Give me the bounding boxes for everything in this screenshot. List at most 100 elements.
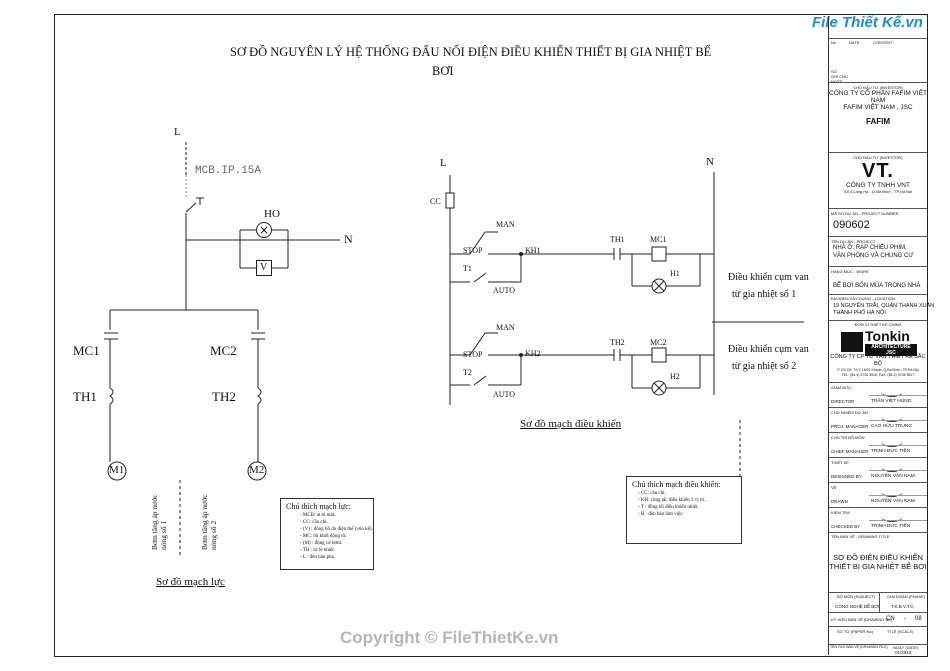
file-label: TÊN FILE BẢN VẼ (DRAWING FILE) (830, 645, 888, 649)
signature-icon (881, 386, 903, 397)
location-area: ĐỊA ĐIỂM XÂY DỰNG - LOCATION 19 NGUYỄN T… (829, 294, 934, 320)
phase-value: T.K.B.V.T.C (891, 604, 914, 609)
scale-label: TỈ LỆ (SCALE) (887, 629, 914, 634)
desc1-line2: từ gia nhiệt số 1 (732, 289, 797, 300)
stop2-label: STOP (463, 350, 483, 359)
legend-item: - MCB: at tô mát. (300, 513, 336, 518)
legend-control: Chú thích mạch điều khiển: - CC: cầu chì… (626, 476, 742, 544)
vnt-logo: VT. (862, 160, 894, 182)
role-en: CHIEF MANAGER (831, 449, 869, 454)
auto2-label: AUTO (493, 390, 516, 399)
role-person: CAO HỮU TRUNG (871, 424, 913, 429)
drawing-no: 08 (915, 616, 922, 622)
legend-item: - H : đèn báo làm việc. (638, 512, 684, 517)
fuse-cc-label: CC (430, 197, 441, 206)
role-en: DRAWN (831, 499, 848, 504)
schematic-wiring (104, 142, 804, 555)
tonkin-logo: Tonkin ARCHITECTURE JSC (839, 328, 917, 356)
role-vn: CHỦ NHIỆM DỰ ÁN (831, 410, 868, 415)
legend-item: - TH : rơ le nhiệt. (300, 548, 336, 553)
role-vn: GIÁM ĐỐC (831, 385, 852, 390)
role-en: PROJ. MANAGER (831, 424, 869, 429)
motor-m1-label: M1 (109, 464, 125, 476)
date-value: 01/2013 (895, 650, 912, 655)
man1-label: MAN (496, 220, 515, 229)
power-circuit-caption: Sơ đồ mạch lực (156, 576, 225, 588)
subject-label: BỘ MÔN (SUBJECT) (837, 594, 876, 599)
project-name-1: NHÀ Ở, RẠP CHIẾU PHIM, (833, 245, 907, 251)
location-2: THÀNH PHỐ HÀ NỘI (833, 310, 886, 316)
investor-address: Số 4 Láng Hạ - Q.Ba Đình - TP.Hà Nội (843, 189, 913, 194)
kh2-label: KH2 (525, 349, 541, 358)
stop1-label: STOP (463, 246, 483, 255)
lamp-ho-icon: × (256, 222, 272, 238)
kh1-label: KH1 (525, 246, 541, 255)
man2-label: MAN (496, 323, 515, 332)
legend-control-items: - CC: cầu chì. - KH: công tắc điều khiển … (632, 490, 736, 518)
project-area: TÊN DỰ ÁN - PROJECT NHÀ Ở, RẠP CHIẾU PHI… (829, 236, 927, 266)
design-addr-1: P.120 D9, Tô Ý 16/22 Khánh, Q.Ba Đình - … (837, 368, 919, 372)
legend-item: - L : đèn báo pha. (300, 555, 336, 560)
role-person: TRỊNH ĐỨC TIẾN (871, 524, 911, 529)
rev-date: DATE (849, 40, 860, 45)
work-area: HẠNG MỤC - WORK BỂ BƠI BỐN MÙA TRONG NHÀ (829, 266, 927, 294)
t2-label: T2 (463, 368, 472, 377)
rev-note: NOTE (831, 79, 843, 84)
ho-label: HO (264, 208, 280, 220)
fafim-logo: FAFIM (866, 117, 890, 126)
work-label: HẠNG MỤC - WORK (831, 269, 869, 274)
design-unit-area: ĐƠN VỊ THIẾT KẾ CHÍNH Tonkin ARCHITECTUR… (829, 320, 927, 382)
legend-item: - (M) : động cơ bơm. (300, 541, 343, 546)
power-N-label: N (344, 232, 353, 246)
drawing-title-label: TÊN BẢN VẼ - DRAWING TITLE (831, 534, 890, 539)
investor-name: CÔNG TY TNHH VNT (846, 182, 910, 189)
paper-label: SỐ TỜ (PAPER No) (837, 629, 873, 634)
role-person: NGUYỄN VĂN NAM (871, 474, 915, 479)
tonkin-logo-sub: ARCHITECTURE JSC (865, 344, 917, 356)
motor-m2-label: M2 (249, 464, 265, 476)
legend-item: - KH: công tắc điều khiển 3 vị trí. (638, 498, 706, 503)
role-vn: VẼ (831, 485, 837, 490)
ctrl-th1-label: TH1 (610, 235, 625, 244)
drawing-border (54, 14, 928, 657)
tonkin-logo-text: Tonkin (865, 328, 910, 344)
legend-control-title: Chú thích mạch điều khiển: (632, 480, 721, 489)
owner-area: CHỦ ĐẦU TƯ (INVESTOR) CÔNG TY CỔ PHẦN FA… (829, 82, 927, 152)
revision-area: No DATE CONTENT SỐ GHI CHÚ NOTE (829, 38, 927, 84)
legend-item: - MC: bộ khởi động từ. (300, 534, 347, 539)
ctrl-th2-label: TH2 (610, 338, 625, 347)
role-person: TRẦN VIỆT HÙNG (871, 399, 912, 404)
project-name-2: VĂN PHÒNG VÀ CHUNG CƯ (833, 253, 914, 259)
drawing-no-dash: - (904, 616, 906, 622)
drawing-no-area: KÝ HIỆU BẢN VẼ (DRAWING No) CN - 08 (829, 612, 927, 626)
pump1-label: Bơm tăng áp nước nóng số 1 (150, 494, 168, 550)
location-label: ĐỊA ĐIỂM XÂY DỰNG - LOCATION (831, 296, 895, 301)
role-vn: CHỦ TRÌ BỘ MÔN (831, 435, 865, 440)
project-number-area: MÃ SỐ DỰ ÁN - PROJECT NUMBER 090602 (829, 208, 927, 236)
work-value: BỂ BƠI BỐN MÙA TRONG NHÀ (833, 283, 921, 289)
signature-icon (881, 486, 903, 497)
owner-name2: FAFIM VIỆT NAM , JSC (843, 104, 913, 111)
h2-label: H2 (670, 372, 680, 381)
file-date-area: TÊN FILE BẢN VẼ (DRAWING FILE) NGÀY (DAT… (829, 644, 927, 655)
watermark-logo: File Thiết Kế.vn (812, 14, 923, 31)
legend-item: - CC: cầu chì. (638, 491, 666, 496)
legend-item: - (V) : đồng hồ đo điện thế (vôn kế). (300, 527, 373, 532)
auto1-label: AUTO (493, 286, 516, 295)
design-addr-2: TEL: (84-4) 3735 3516; FAX: (84-4) 3735 … (841, 373, 915, 377)
desc2-line1: Điều khiển cụm van (728, 344, 809, 355)
drawing-title-area: TÊN BẢN VẼ - DRAWING TITLE SƠ ĐỒ ĐIỆN ĐI… (829, 532, 927, 592)
ctrl-mc2-label: MC2 (650, 338, 667, 347)
role-en: DESIGNED BY (831, 474, 862, 479)
control-circuit-caption: Sơ đồ mạch điều khiển (520, 418, 622, 430)
role-row: VẼ DRAWN NGUYỄN VĂN NAM (829, 482, 927, 507)
control-N-label: N (706, 156, 714, 168)
ctrl-mc1-label: MC1 (650, 235, 667, 244)
drawing-title-2: THIẾT BỊ GIA NHIỆT BỂ BƠI (829, 562, 927, 571)
date-label: NGÀY (DATE) (893, 645, 919, 650)
role-person: NGUYỄN VĂN NAM (871, 499, 915, 504)
project-label: TÊN DỰ ÁN - PROJECT (831, 239, 876, 244)
paper-scale-area: SỐ TỜ (PAPER No) TỈ LỆ (SCALE) (829, 626, 927, 638)
mc2-label: MC2 (210, 343, 237, 358)
